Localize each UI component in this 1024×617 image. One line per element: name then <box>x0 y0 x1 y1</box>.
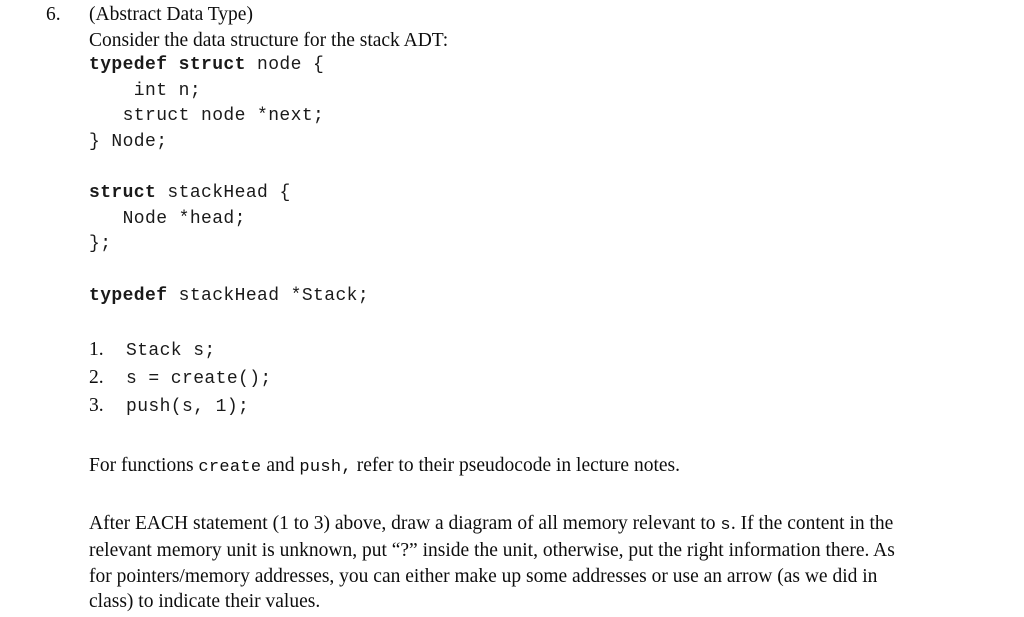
statement-number: 1. <box>89 339 104 360</box>
note-text: refer to their pseudocode in lecture not… <box>351 455 680 476</box>
statement-list: 1. Stack s; 2. s = create(); 3. push(s, … <box>89 339 921 423</box>
statement-number: 2. <box>89 367 104 388</box>
code-line: typedef stackHead *Stack; <box>89 284 921 310</box>
keyword-typedef: typedef <box>89 285 168 306</box>
code-line: } Node; <box>89 131 168 152</box>
inline-code-push: push, <box>299 458 352 477</box>
list-item: 3. push(s, 1); <box>89 395 921 423</box>
list-item: 1. Stack s; <box>89 339 921 367</box>
code-gap <box>89 155 921 181</box>
code-text: node { <box>245 55 325 75</box>
statement-number: 3. <box>89 395 104 416</box>
code-line: Node *head; <box>89 208 246 229</box>
note-text: and <box>261 455 300 476</box>
paragraph-text: . If the content in the relevant memory … <box>89 512 895 613</box>
instructions-paragraph: After EACH statement (1 to 3) above, dra… <box>89 511 921 615</box>
inline-code-s: s <box>720 515 731 535</box>
code-text: stackHead *Stack; <box>167 285 370 306</box>
section-gap <box>89 309 921 339</box>
question-body: (Abstract Data Type) Consider the data s… <box>89 2 921 615</box>
code-line: typedef struct node { <box>89 53 921 79</box>
list-item: 2. s = create(); <box>89 367 921 395</box>
question-intro: Consider the data structure for the stac… <box>89 29 449 51</box>
code-gap <box>89 258 921 284</box>
code-block-node-struct: typedef struct node { int n; struct node… <box>89 53 921 155</box>
keyword-typedef-struct: typedef struct <box>89 55 246 75</box>
note-text: For functions <box>89 455 199 476</box>
code-block-stack-typedef: typedef stackHead *Stack; <box>89 284 921 310</box>
question-title: (Abstract Data Type) <box>89 4 253 25</box>
functions-note: For functions create and push, refer to … <box>89 453 921 481</box>
code-line: int n; <box>89 80 202 101</box>
code-block-stackhead-struct: struct stackHead { Node *head; }; <box>89 181 921 258</box>
code-line: struct node *next; <box>89 106 325 126</box>
code-line: }; <box>89 234 112 254</box>
keyword-struct: struct <box>89 183 157 203</box>
question-number: 6. <box>46 4 61 25</box>
statement-code: s = create(); <box>126 369 272 389</box>
statement-code: push(s, 1); <box>126 397 250 417</box>
inline-code-create: create <box>198 458 262 477</box>
section-gap <box>89 423 921 453</box>
code-line: struct stackHead { <box>89 181 921 207</box>
section-gap <box>89 481 921 511</box>
paragraph-text: After EACH statement (1 to 3) above, dra… <box>89 512 721 534</box>
statement-code: Stack s; <box>126 341 216 361</box>
code-text: stackHead { <box>156 183 291 203</box>
